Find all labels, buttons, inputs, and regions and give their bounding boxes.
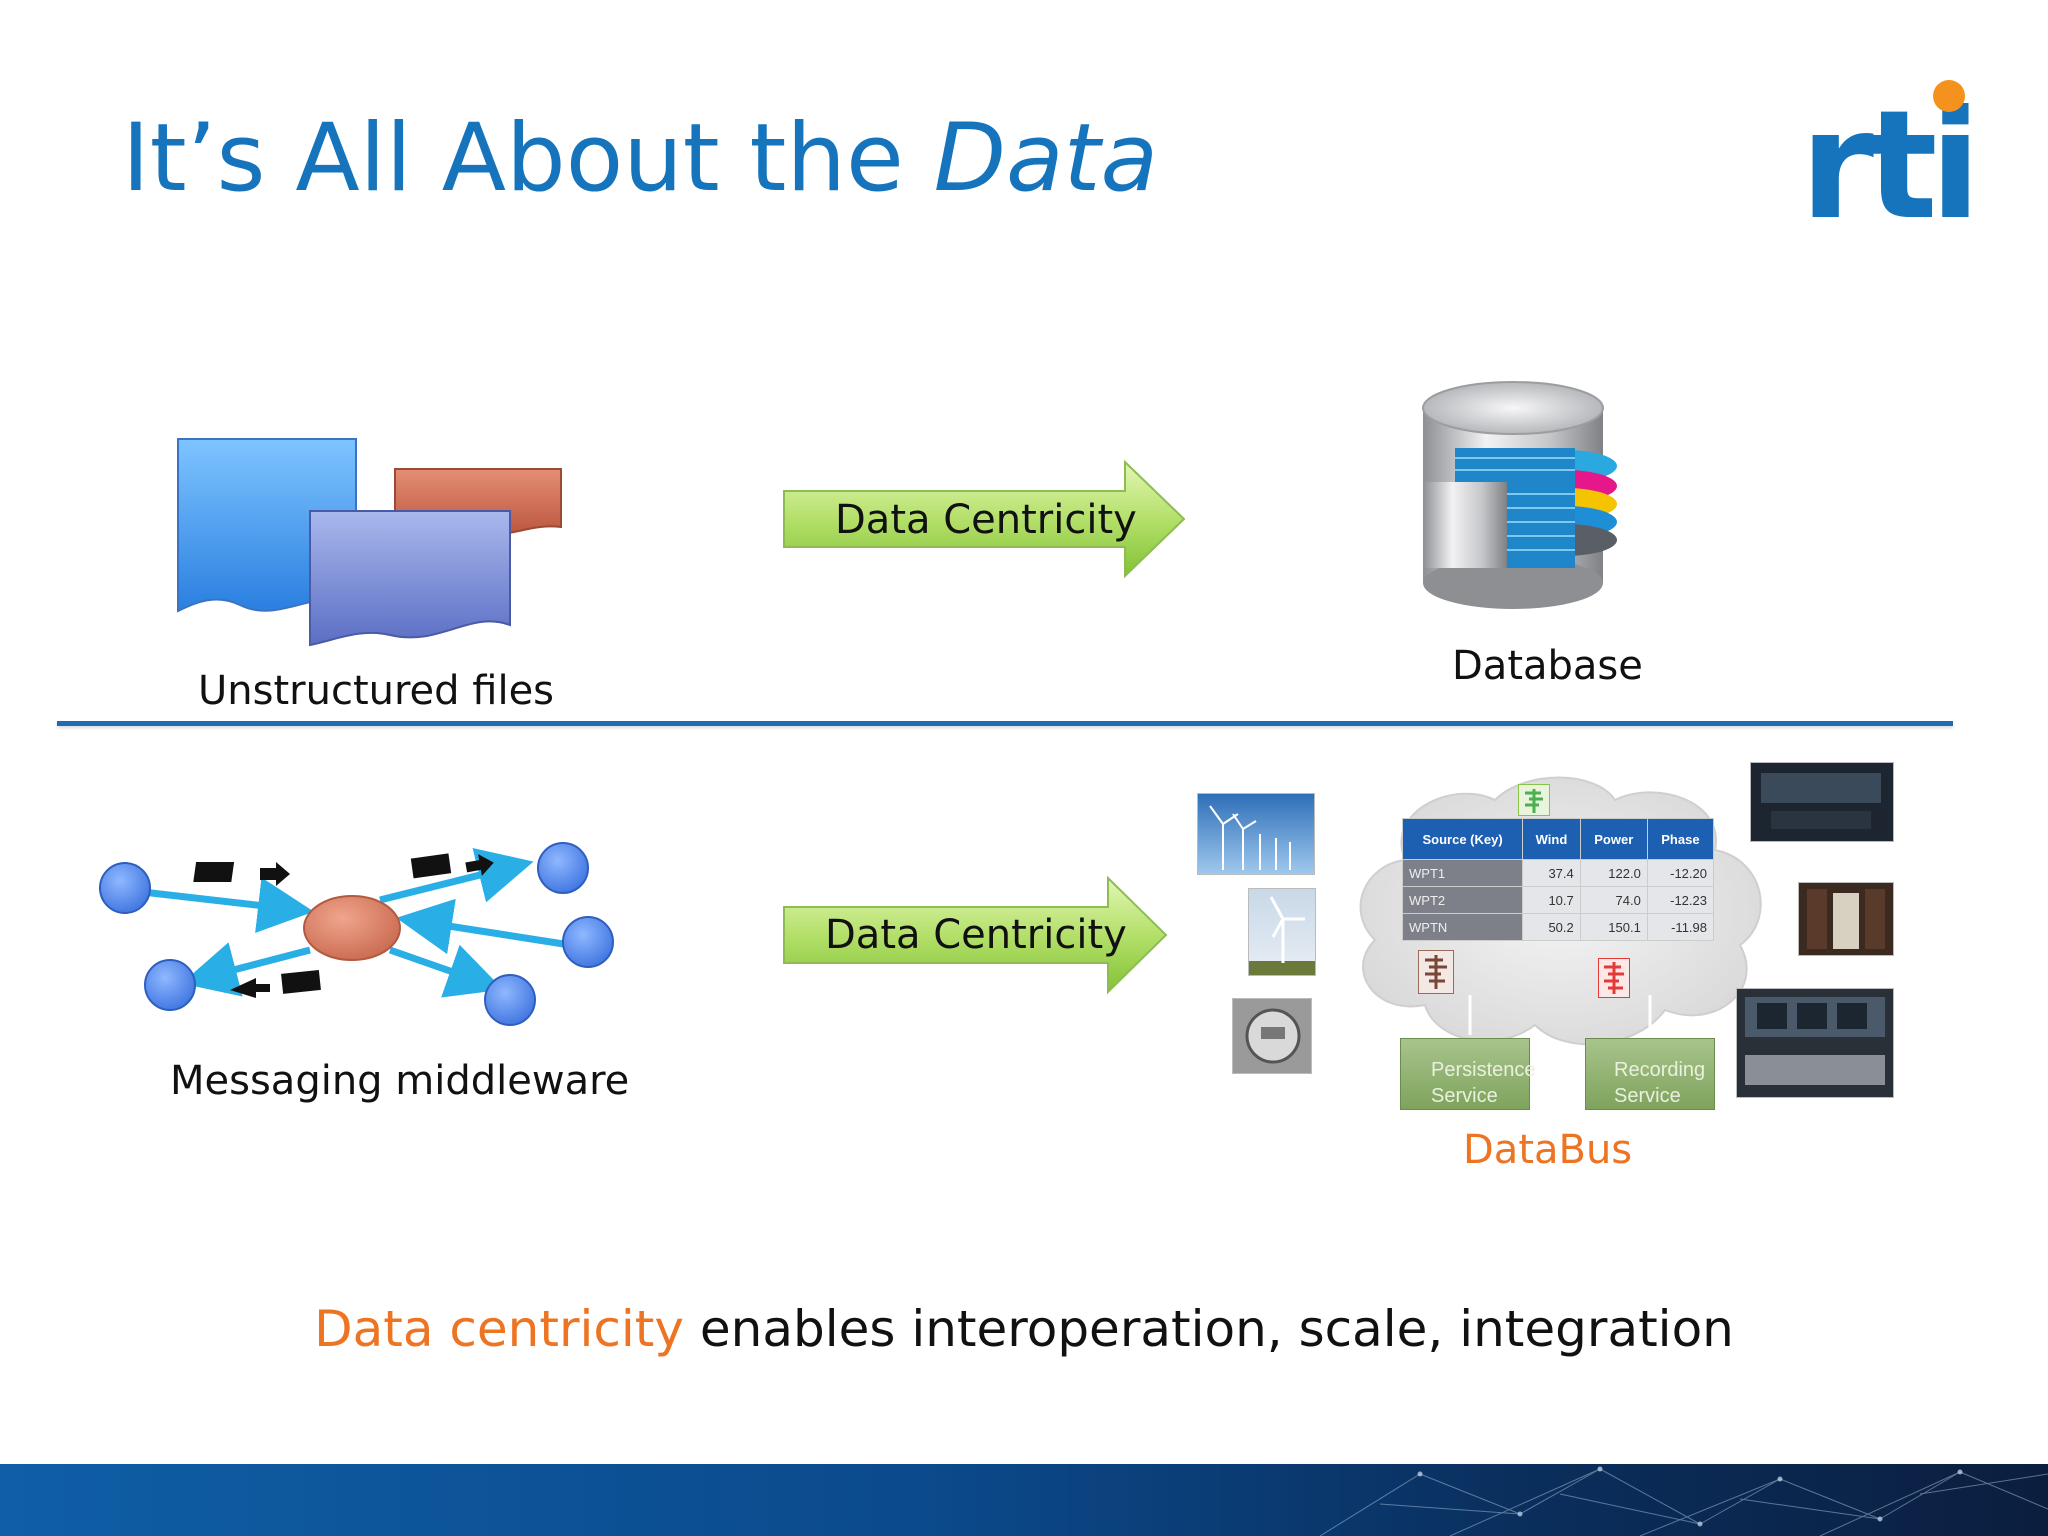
unstructured-files-icon: [177, 438, 562, 647]
database-label: Database: [1452, 643, 1643, 689]
meter-photo: [1232, 998, 1312, 1074]
table-cell: 37.4: [1522, 859, 1581, 887]
table-header-source: Source (Key): [1401, 818, 1524, 860]
recording-service-line1: Recording: [1614, 1059, 1706, 1081]
databus-table: Source (Key) Wind Power Phase WPT1 37.4 …: [1401, 818, 1715, 941]
table-cell: WPTN: [1401, 913, 1524, 941]
messaging-middleware-diagram: [99, 842, 614, 1026]
table-cell: 122.0: [1579, 859, 1648, 887]
table-cell: 10.7: [1522, 886, 1581, 914]
table-cell: -12.20: [1646, 859, 1715, 887]
messaging-middleware-label: Messaging middleware: [170, 1058, 630, 1104]
table-cell: 150.1: [1579, 913, 1648, 941]
table-row: WPT1 37.4 122.0 -12.20: [1401, 859, 1715, 887]
table-header-phase: Phase: [1646, 818, 1715, 860]
wind-turbine-photo: [1248, 888, 1316, 976]
wind-farm-photo: [1197, 793, 1315, 875]
table-cell: -11.98: [1646, 913, 1715, 941]
green-data-icon: [1518, 784, 1550, 816]
brown-data-icon: [1418, 950, 1454, 994]
title-main-text: It’s All About the: [122, 104, 934, 213]
persistence-service-line2: Service: [1431, 1085, 1498, 1107]
table-cell: -12.23: [1646, 886, 1715, 914]
rti-logo: rti: [1800, 79, 1970, 225]
table-cell: WPT1: [1401, 859, 1524, 887]
server-room-photo: [1798, 882, 1894, 956]
table-row: WPT2 10.7 74.0 -12.23: [1401, 886, 1715, 914]
logo-dot: [1933, 80, 1965, 112]
footer-band: [0, 1464, 2048, 1536]
control-room-photo-2: [1736, 988, 1894, 1098]
table-cell: 74.0: [1579, 886, 1648, 914]
data-centricity-arrow-bottom: [783, 875, 1168, 995]
data-centricity-arrow-top: [783, 459, 1186, 579]
table-row: WPTN 50.2 150.1 -11.98: [1401, 913, 1715, 941]
databus-table-header-row: Source (Key) Wind Power Phase: [1401, 818, 1715, 860]
table-cell: 50.2: [1522, 913, 1581, 941]
bottom-statement-rest: enables interoperation, scale, integrati…: [684, 1300, 1734, 1358]
slide-title: It’s All About the Data: [122, 104, 1159, 213]
bottom-statement: Data centricity enables interoperation, …: [0, 1300, 2048, 1358]
data-centricity-label-bottom: Data Centricity: [825, 912, 1127, 958]
recording-service-line2: Service: [1614, 1085, 1681, 1107]
red-data-icon: [1598, 958, 1630, 998]
service-box-connectors: [1468, 995, 1652, 1035]
persistence-service-box: Persistence Service: [1400, 1038, 1536, 1110]
table-header-wind: Wind: [1522, 818, 1581, 860]
control-room-photo-1: [1750, 762, 1894, 842]
data-centricity-label-top: Data Centricity: [835, 497, 1137, 543]
table-header-power: Power: [1579, 818, 1648, 860]
bottom-statement-highlight: Data centricity: [314, 1300, 684, 1358]
network-pattern: [1319, 1466, 2048, 1536]
title-emphasis-text: Data: [933, 104, 1159, 213]
unstructured-files-label: Unstructured files: [198, 668, 555, 714]
recording-service-box: Recording Service: [1585, 1038, 1715, 1110]
databus-label: DataBus: [1463, 1127, 1633, 1173]
section-divider: [57, 721, 1953, 726]
persistence-service-line1: Persistence: [1431, 1059, 1536, 1081]
database-icon: [1422, 381, 1617, 609]
table-cell: WPT2: [1401, 886, 1524, 914]
